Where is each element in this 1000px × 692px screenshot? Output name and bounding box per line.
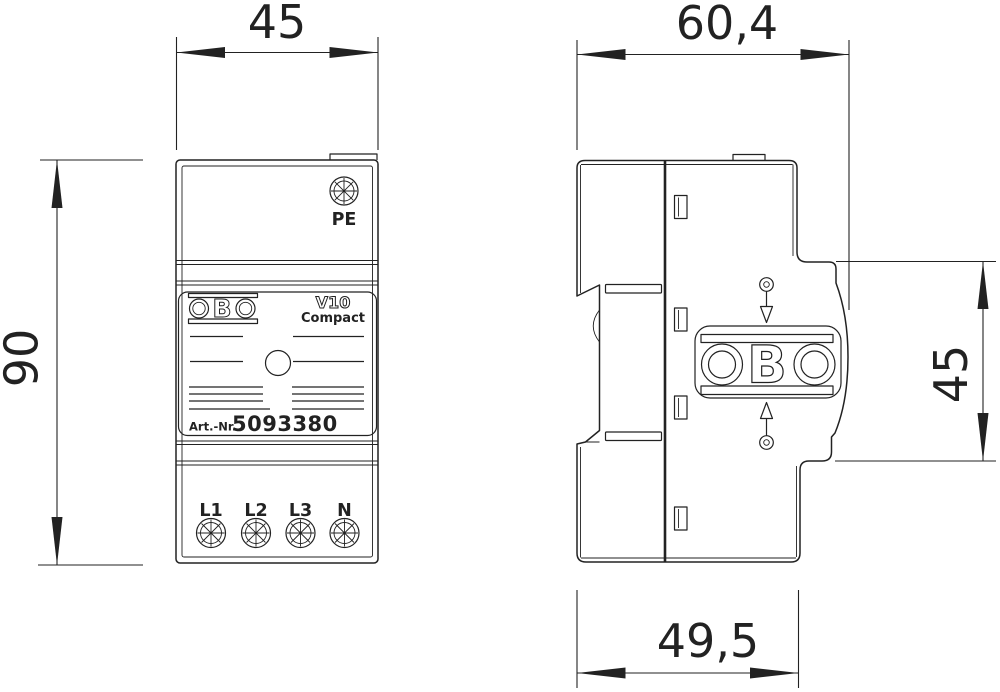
terminal-screw-icon-l2 [240, 517, 272, 549]
terminal-screw-icon-n [329, 517, 360, 549]
terminal-label-n: N [337, 501, 352, 521]
model-subname: Compact [301, 311, 365, 326]
side-body-outline [576, 159, 849, 563]
dim-side-bottom-width-value: 49,5 [657, 614, 759, 668]
terminal-screw-icon-l1 [195, 517, 227, 549]
dim-side-depth: 60,4 [576, 0, 850, 310]
dim-front-height: 90 [0, 159, 143, 566]
side-inner-outline [580, 164, 797, 559]
din-clip-detail [585, 309, 600, 443]
obo-logo-front-letter-b: B [212, 294, 231, 323]
arrow-left-icon [577, 49, 626, 60]
terminal-label-l1: L1 [199, 501, 222, 521]
dim-side-height-value: 45 [924, 345, 978, 404]
front-top-lip [329, 153, 378, 160]
art-number-value: 5093380 [232, 412, 338, 436]
mounting-arrow-down-icon [759, 277, 774, 324]
dim-side-height: 45 [835, 260, 996, 462]
arrow-left-icon [176, 47, 225, 58]
housing-clip-1 [673, 194, 688, 220]
front-view: PE OBO B V10 Compact Art.-Nr. 5093380 L1… [175, 153, 379, 564]
model-name: V10 [316, 293, 351, 312]
side-view: OBO B [576, 153, 849, 563]
front-label-plate [177, 291, 378, 437]
art-number-label: Art.-Nr. [189, 420, 236, 434]
arrow-right-icon [800, 49, 849, 60]
front-body-outline [175, 159, 379, 564]
arrow-down-icon [51, 517, 63, 565]
arrow-left-icon [577, 667, 626, 679]
din-rail-slot-bottom [604, 431, 663, 442]
housing-clip-2 [673, 307, 688, 332]
terminal-label-l3: L3 [289, 501, 312, 521]
din-rail-slot-top [604, 283, 663, 294]
arrow-up-icon [51, 160, 63, 208]
obo-logo-front: OBO B [187, 292, 259, 325]
dim-front-width: 45 [175, 0, 379, 150]
arrow-right-icon [750, 667, 799, 679]
housing-clip-4 [673, 506, 688, 531]
side-top-lip [732, 153, 766, 160]
label-text-lines [189, 335, 364, 410]
front-body-inner-outline [181, 165, 373, 558]
terminal-screw-icon-l3 [285, 517, 316, 549]
dim-front-width-value: 45 [248, 0, 307, 49]
terminal-label-l2: L2 [244, 501, 267, 521]
obo-logo-side-letter-b: B [747, 336, 787, 396]
label-center-circle [264, 349, 292, 377]
mounting-arrow-up-icon [759, 401, 774, 450]
front-section-lines [176, 260, 378, 466]
dim-side-bottom-width: 49,5 [576, 590, 800, 688]
pe-screw-icon [329, 176, 359, 206]
arrow-up-icon [977, 261, 989, 309]
housing-clip-3 [673, 395, 688, 420]
arrow-right-icon [329, 47, 378, 58]
arrow-down-icon [977, 413, 989, 461]
dim-front-height-value: 90 [0, 329, 49, 388]
obo-logo-side: OBO B [694, 325, 842, 399]
pe-label: PE [332, 210, 357, 230]
dim-side-depth-value: 60,4 [676, 0, 778, 50]
